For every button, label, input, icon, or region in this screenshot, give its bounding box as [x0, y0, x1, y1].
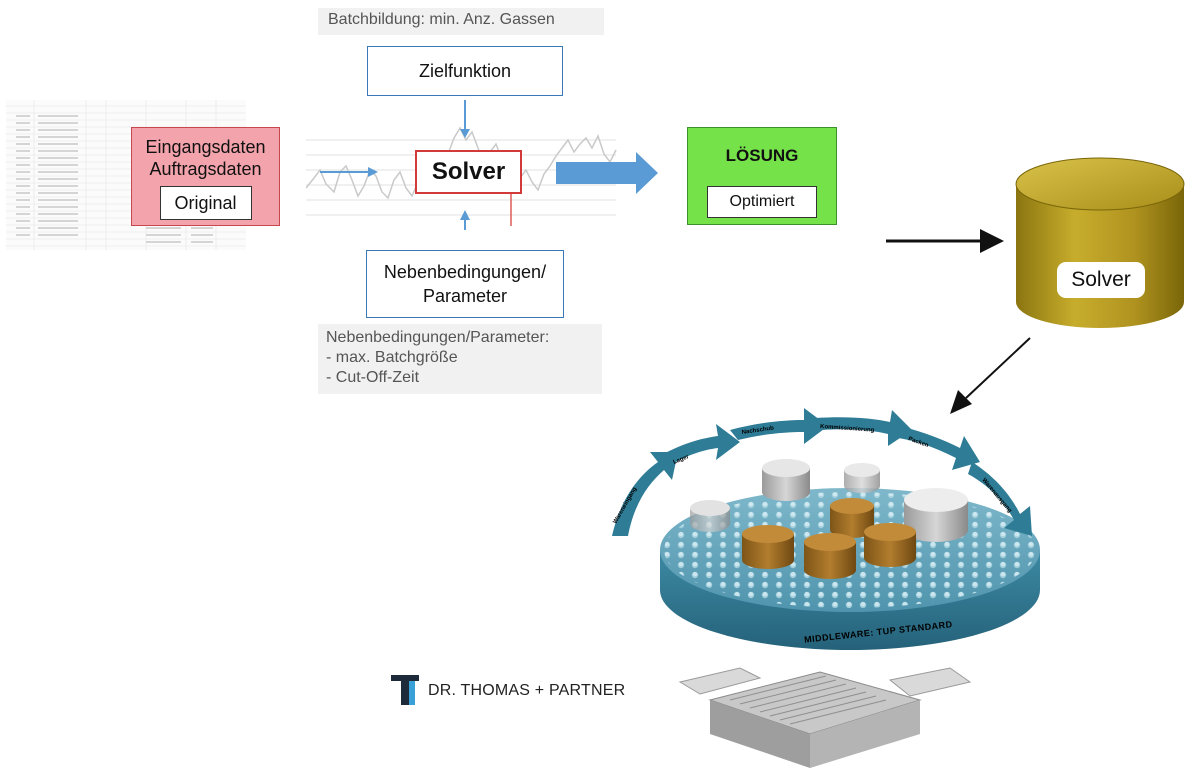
connector-arrows [886, 229, 1031, 414]
optimiert-tag: Optimiert [707, 186, 817, 218]
brown-module-cylinders [742, 498, 916, 579]
auftragsdaten-label: Auftragsdaten [149, 159, 262, 179]
cylinder-solver-label: Solver [1057, 262, 1145, 298]
middleware-platform-illustration: MIDDLEWARE: TUP STANDARD Wareneingang La… [612, 408, 1040, 768]
eingangsdaten-box: Eingangsdaten Auftragsdaten Original [131, 127, 280, 226]
zielfunktion-box: Zielfunktion [367, 46, 563, 96]
original-tag: Original [159, 186, 252, 220]
batchbildung-note: Batchbildung: min. Anz. Gassen [318, 8, 604, 35]
solver-label: Solver [431, 158, 506, 185]
nebenbedingungen-line1: Nebenbedingungen/ [383, 262, 547, 282]
zielfunktion-label: Zielfunktion [418, 60, 512, 81]
grey-module-cylinders [690, 459, 968, 542]
parameter-note-title: Nebenbedingungen/Parameter: [326, 329, 550, 346]
tup-logo-icon [391, 675, 419, 705]
nebenbedingungen-box: Nebenbedingungen/ Parameter [366, 250, 564, 318]
parameter-note-item: - Cut-Off-Zeit [326, 369, 420, 386]
parameter-note-item: - max. Batchgröße [326, 349, 458, 366]
machine-base [678, 667, 972, 768]
flow-step-label: Kommissionierung [820, 424, 875, 434]
eingangsdaten-label: Eingangsdaten [145, 137, 266, 157]
signal-chart [306, 100, 658, 230]
solver-box: Solver [415, 150, 522, 194]
flow-step-label: Lager [673, 454, 691, 466]
flow-step-label: Nachschub [741, 425, 774, 435]
logo-text: DR. THOMAS + PARTNER [428, 682, 626, 699]
nebenbedingungen-line2: Parameter [422, 286, 508, 306]
database-cylinder-icon [1015, 157, 1185, 328]
loesung-box: LÖSUNG Optimiert [687, 127, 837, 225]
loesung-title: LÖSUNG [725, 146, 799, 165]
parameter-note: Nebenbedingungen/Parameter: - max. Batch… [318, 324, 602, 394]
